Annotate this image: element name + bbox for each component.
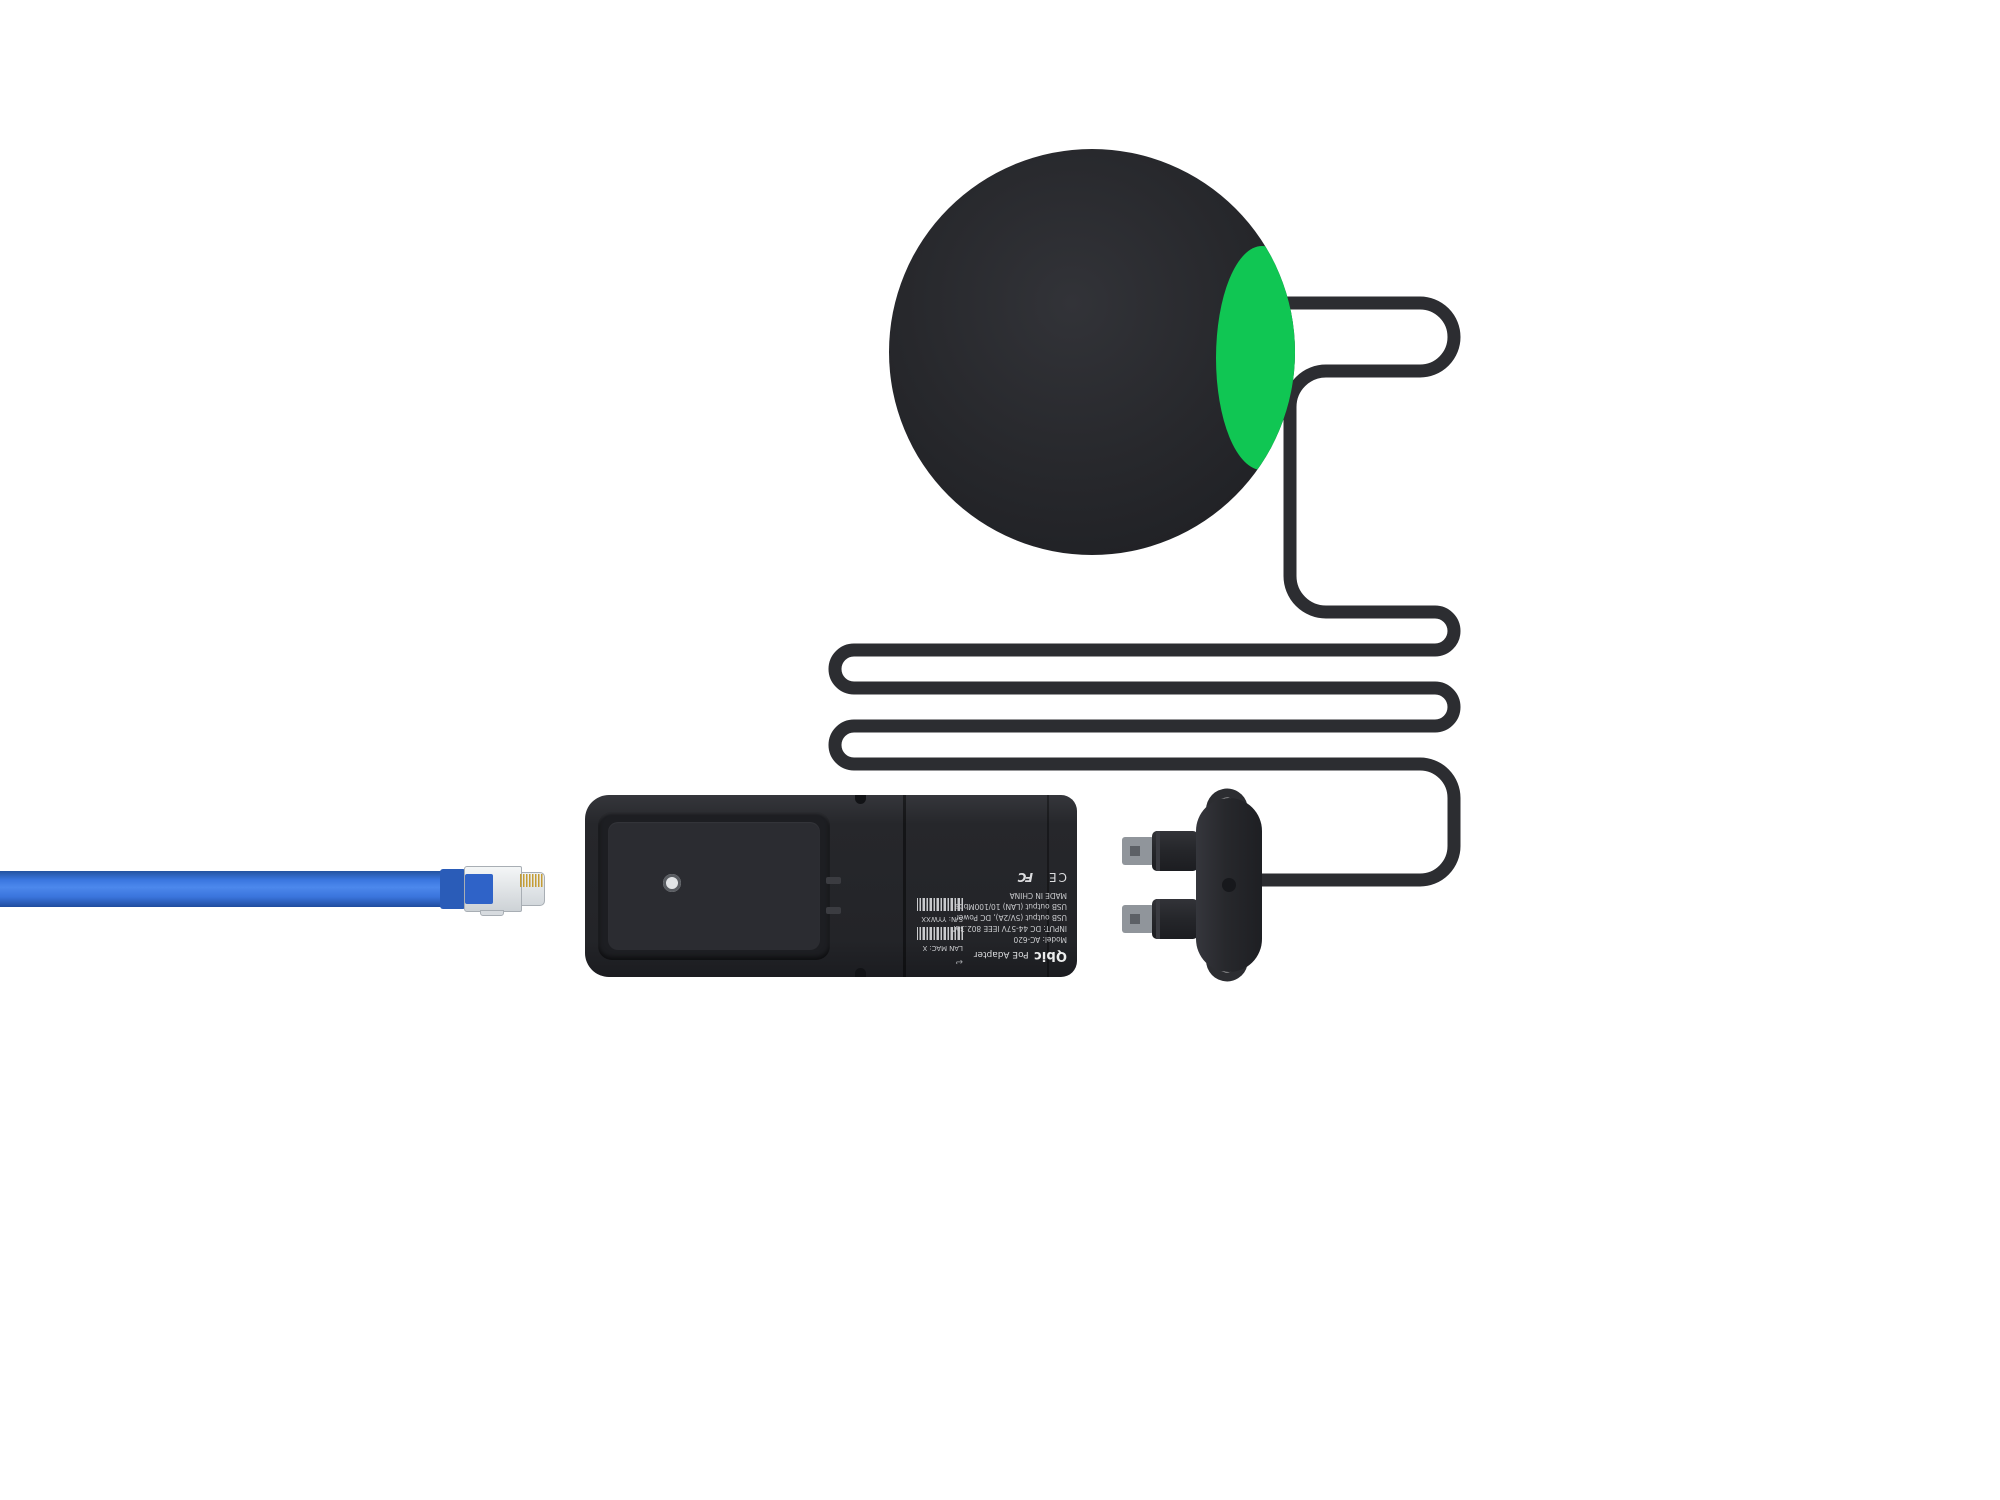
label-spec-block: Qbic PoE Adapter Model: AC-620 INPUT: DC … <box>953 803 1067 967</box>
input-line: INPUT: DC 44-57V IEEE 802.3af <box>953 924 1067 934</box>
label-code-block: ↩ LAN MAC: X S/N: YYWXX <box>915 803 963 967</box>
corner-arrow-icon: ↩ <box>955 956 963 966</box>
usb-plug-bottom <box>1122 899 1198 939</box>
certification-row: CE FC <box>968 870 1067 884</box>
made-in-line: MADE IN CHINA <box>1009 891 1067 901</box>
brand-row: Qbic PoE Adapter <box>968 948 1067 967</box>
ethernet-cable <box>0 871 462 907</box>
housing-seam <box>1047 795 1049 977</box>
ce-mark-icon: CE <box>1047 869 1067 884</box>
holder-screw-hole <box>1222 878 1236 892</box>
usb-power-line: USB output (5V/2A), DC Power <box>955 913 1067 923</box>
wireless-puck-device <box>889 149 1295 555</box>
serial-text: S/N: YYWXX <box>921 915 963 923</box>
mac-barcode-icon <box>917 927 963 940</box>
latch-hole <box>663 874 681 892</box>
rj45-connector <box>464 866 546 916</box>
green-led-accent <box>1216 246 1295 470</box>
usb-lan-line: USB output (LAN) 10/100Mbps <box>955 902 1067 912</box>
model-line: Model: AC-620 <box>1013 935 1067 944</box>
lan-mac-text: LAN MAC: X <box>922 944 963 952</box>
fcc-mark-icon: FC <box>1019 869 1034 884</box>
housing-seam <box>903 795 906 977</box>
serial-barcode-icon <box>917 898 963 911</box>
poe-adapter: Qbic PoE Adapter Model: AC-620 INPUT: DC … <box>585 795 1077 977</box>
housing-notch <box>855 968 866 977</box>
housing-notch <box>855 795 866 804</box>
usb-plug-top <box>1122 831 1198 871</box>
ethernet-cable-boot <box>440 869 466 909</box>
adapter-label: Qbic PoE Adapter Model: AC-620 INPUT: DC … <box>907 795 1077 977</box>
rj45-cable-jacket <box>465 874 493 904</box>
rj45-latch <box>480 910 504 916</box>
product-name: PoE Adapter <box>973 949 1029 959</box>
dual-usb-connector <box>1122 788 1262 982</box>
rj45-port-plateau <box>608 822 820 950</box>
brand-logo: Qbic <box>1033 948 1067 963</box>
rj45-gold-pins <box>520 874 543 887</box>
mold-mark <box>826 877 841 884</box>
mold-mark <box>826 907 841 914</box>
rj45-port-slot <box>598 812 830 960</box>
power-cable <box>828 296 1461 887</box>
